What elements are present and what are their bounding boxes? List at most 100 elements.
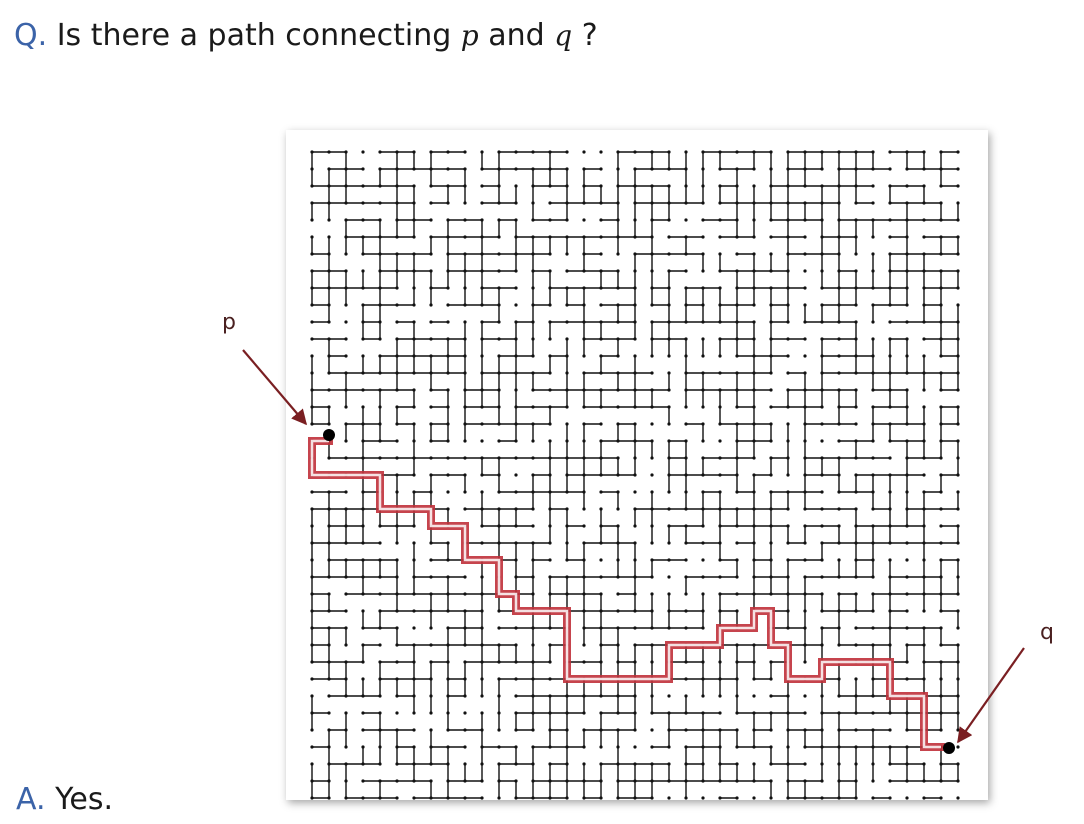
grid-site xyxy=(769,541,773,545)
answer-prefix: A. xyxy=(16,782,46,817)
grid-site xyxy=(769,422,773,426)
grid-site xyxy=(939,439,943,443)
grid-site xyxy=(378,456,382,460)
grid-site xyxy=(837,269,841,273)
grid-site xyxy=(820,201,824,205)
grid-site xyxy=(378,371,382,375)
grid-site xyxy=(701,303,705,307)
grid-site xyxy=(718,711,722,715)
grid-site xyxy=(786,337,790,341)
grid-site xyxy=(599,167,603,171)
grid-site xyxy=(565,745,569,749)
grid-site xyxy=(820,507,824,511)
grid-site xyxy=(344,286,348,290)
grid-site xyxy=(871,388,875,392)
grid-site xyxy=(378,592,382,596)
grid-site xyxy=(344,524,348,528)
grid-site xyxy=(412,150,416,154)
grid-site xyxy=(582,201,586,205)
grid-site xyxy=(922,762,926,766)
grid-site xyxy=(905,320,909,324)
grid-site xyxy=(361,796,365,800)
grid-site xyxy=(650,643,654,647)
grid-site xyxy=(854,728,858,732)
grid-site xyxy=(344,235,348,239)
grid-site xyxy=(684,711,688,715)
grid-site xyxy=(412,694,416,698)
grid-site xyxy=(361,660,365,664)
grid-site xyxy=(752,490,756,494)
grid-site xyxy=(344,745,348,749)
grid-site xyxy=(956,643,960,647)
grid-site xyxy=(854,541,858,545)
grid-site xyxy=(667,694,671,698)
grid-site xyxy=(939,677,943,681)
grid-site xyxy=(888,541,892,545)
grid-site xyxy=(718,354,722,358)
grid-site xyxy=(463,405,467,409)
grid-site xyxy=(854,218,858,222)
grid-site xyxy=(735,354,739,358)
grid-site xyxy=(905,558,909,562)
grid-site xyxy=(412,405,416,409)
grid-site xyxy=(463,660,467,664)
grid-site xyxy=(344,456,348,460)
grid-site xyxy=(599,456,603,460)
grid-site xyxy=(616,235,620,239)
grid-site xyxy=(463,320,467,324)
grid-site xyxy=(429,184,433,188)
grid-site xyxy=(735,286,739,290)
grid-site xyxy=(616,694,620,698)
grid-site xyxy=(667,779,671,783)
grid-site xyxy=(837,643,841,647)
grid-site xyxy=(412,592,416,596)
grid-site xyxy=(905,150,909,154)
grid-site xyxy=(480,388,484,392)
grid-site xyxy=(446,660,450,664)
grid-site xyxy=(786,422,790,426)
grid-site xyxy=(939,337,943,341)
grid-site xyxy=(769,490,773,494)
grid-site xyxy=(616,609,620,613)
grid-site xyxy=(599,643,603,647)
grid-site xyxy=(718,405,722,409)
grid-site xyxy=(922,371,926,375)
grid-site xyxy=(446,728,450,732)
grid-site xyxy=(769,796,773,800)
grid-site xyxy=(378,745,382,749)
grid-site xyxy=(582,150,586,154)
grid-site xyxy=(497,252,501,256)
grid-site xyxy=(412,252,416,256)
grid-site xyxy=(684,728,688,732)
grid-site xyxy=(412,371,416,375)
grid-site xyxy=(616,184,620,188)
grid-site xyxy=(684,456,688,460)
grid-site xyxy=(871,592,875,596)
grid-site xyxy=(582,252,586,256)
grid-site xyxy=(633,405,637,409)
grid-site xyxy=(922,150,926,154)
grid-site xyxy=(565,354,569,358)
grid-site xyxy=(939,728,943,732)
grid-site xyxy=(701,167,705,171)
grid-site xyxy=(667,490,671,494)
grid-site xyxy=(378,711,382,715)
grid-site xyxy=(310,354,314,358)
grid-site xyxy=(769,286,773,290)
grid-site xyxy=(684,422,688,426)
grid-site xyxy=(803,575,807,579)
grid-site xyxy=(752,201,756,205)
grid-site xyxy=(616,405,620,409)
grid-site xyxy=(684,779,688,783)
grid-site xyxy=(684,694,688,698)
grid-site xyxy=(395,405,399,409)
grid-site xyxy=(871,439,875,443)
grid-site xyxy=(378,626,382,630)
grid-site xyxy=(922,286,926,290)
grid-site xyxy=(650,592,654,596)
grid-site xyxy=(667,405,671,409)
grid-site xyxy=(633,286,637,290)
grid-site xyxy=(633,184,637,188)
grid-site xyxy=(854,354,858,358)
grid-site xyxy=(803,337,807,341)
